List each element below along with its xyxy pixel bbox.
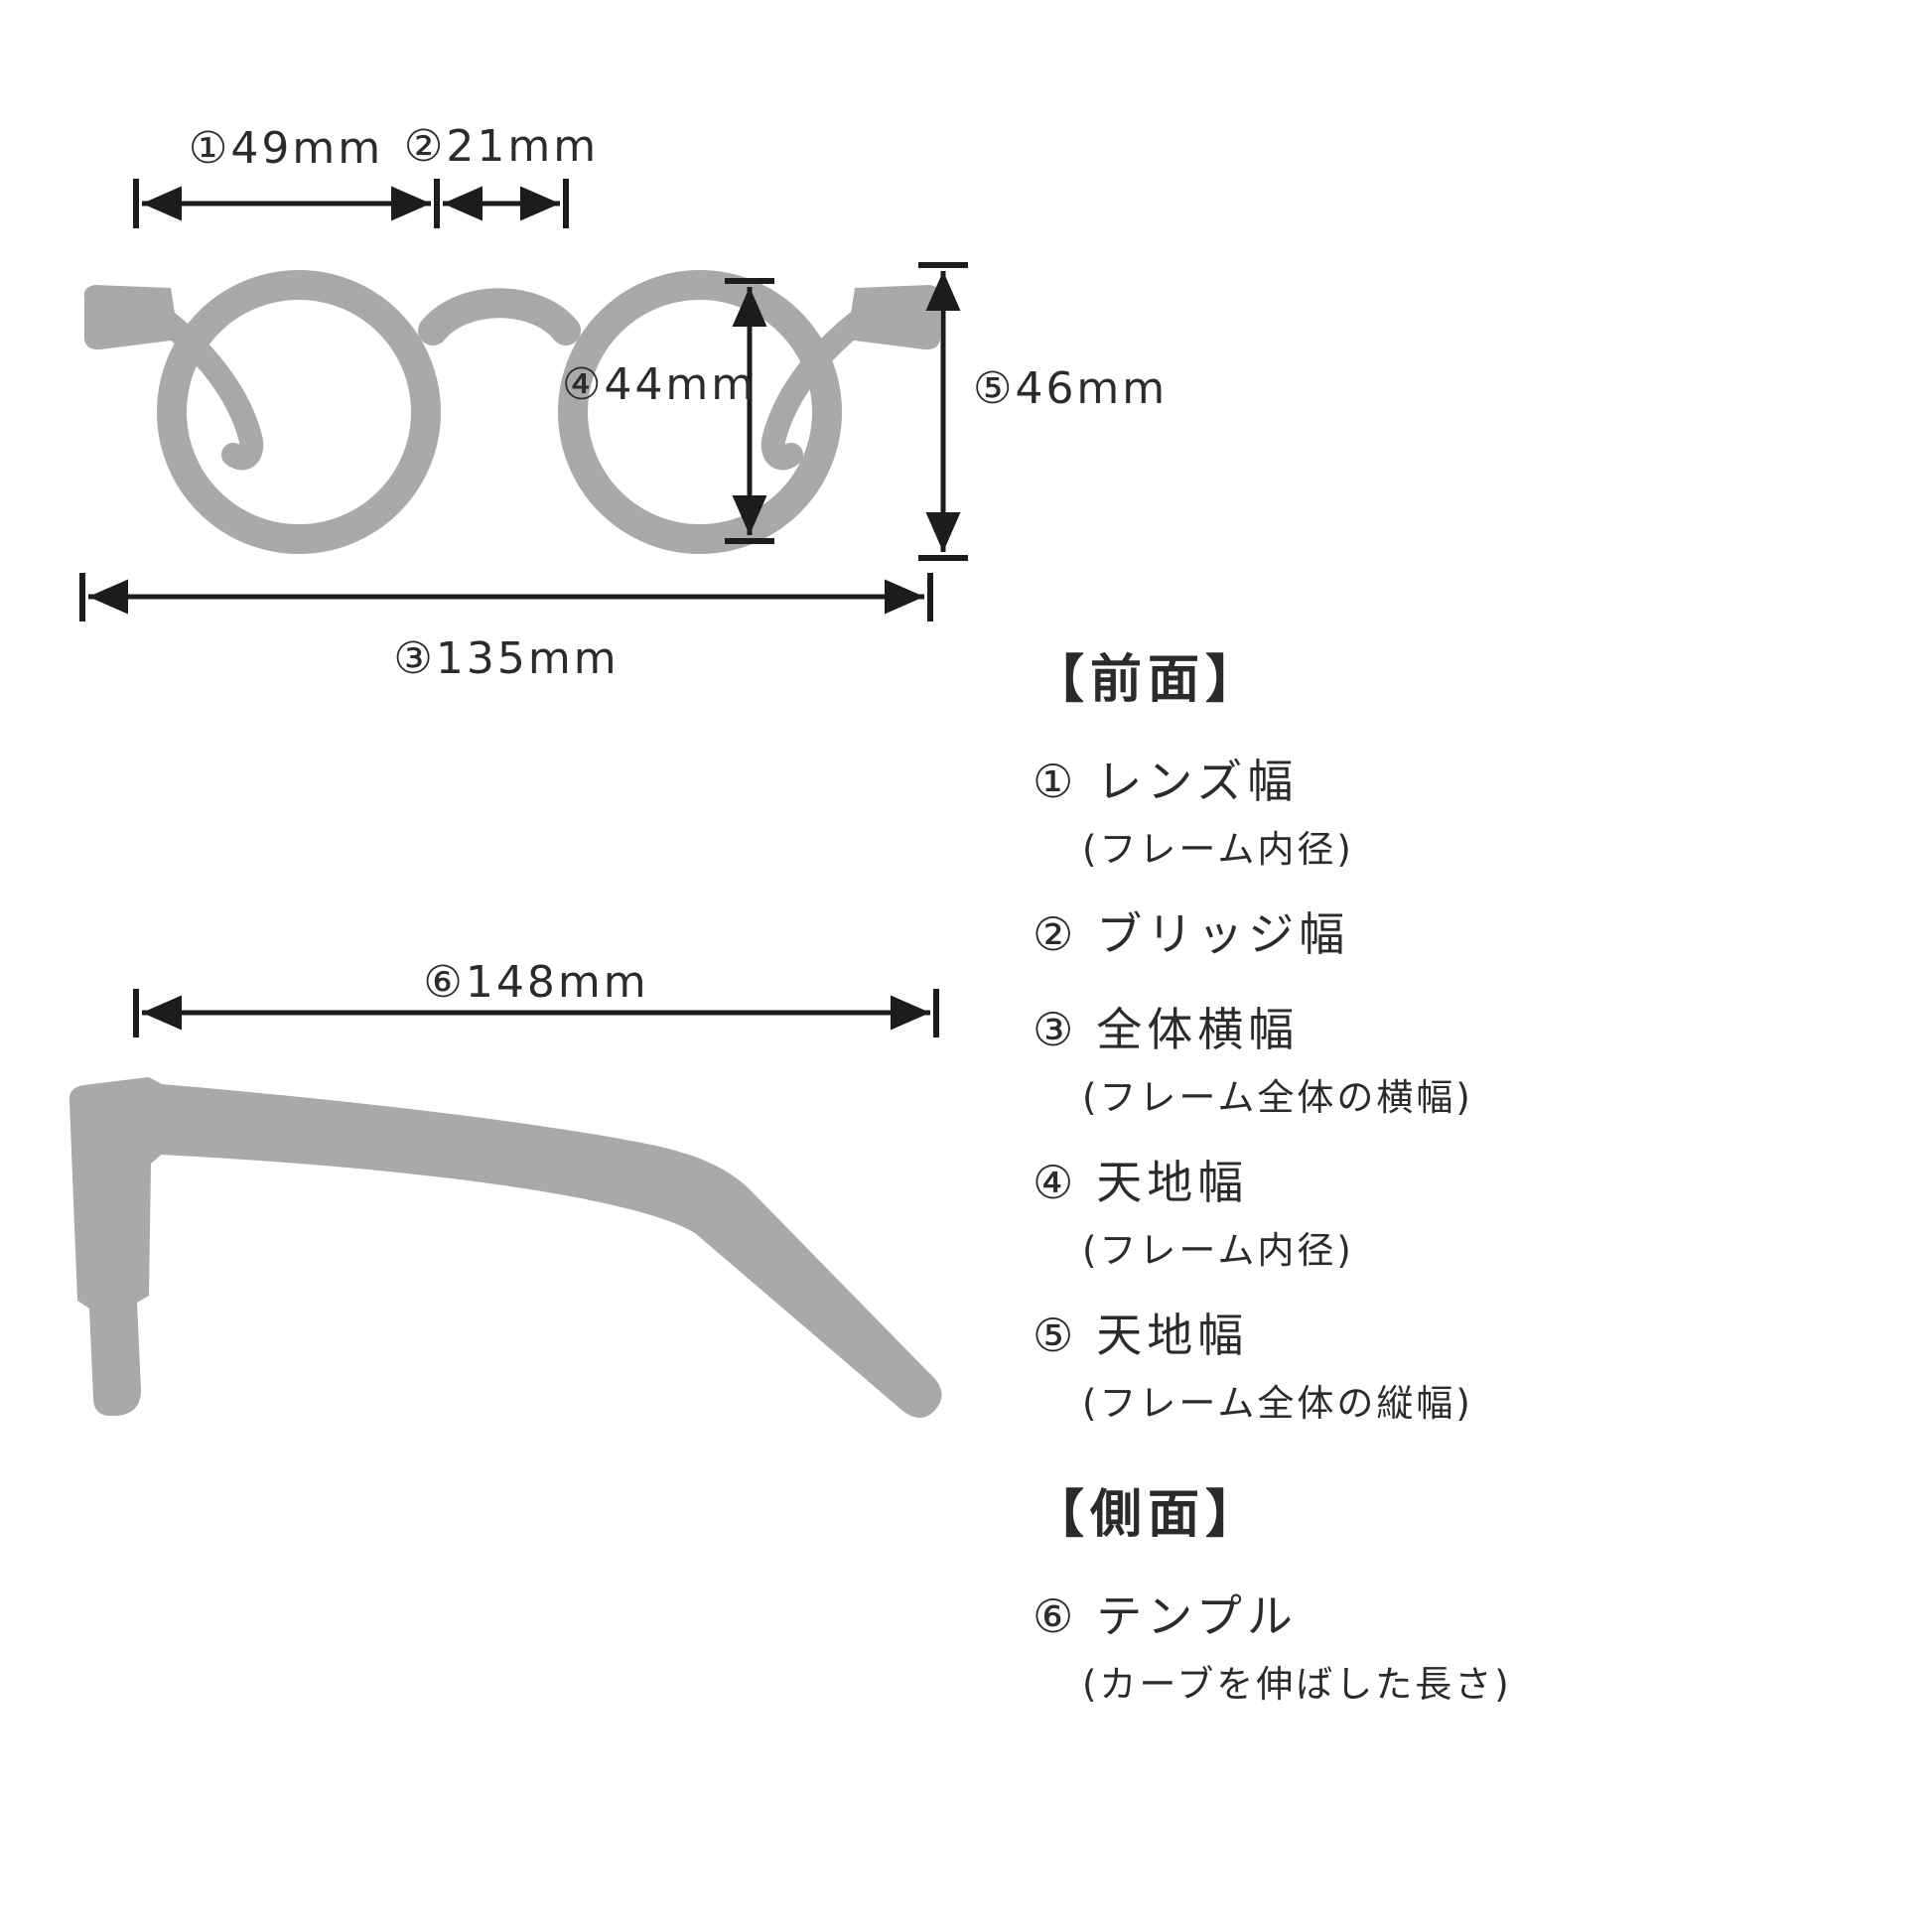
dimension-temple-length	[133, 989, 939, 1037]
dimension-lens-width	[133, 179, 440, 228]
side-rim	[69, 1077, 165, 1416]
dim-label-frame-height: ⑤46mm	[973, 363, 1169, 414]
legend-item-note: (カーブを伸ばした長さ)	[1082, 1663, 1512, 1706]
legend-item-label: ブリッジ幅	[1096, 907, 1350, 961]
side-temple-arm	[162, 1084, 942, 1418]
legend-item-total-width: ③ 全体横幅 (フレーム全体の横幅)	[1033, 994, 1668, 1121]
legend-item-frame-height: ⑤ 天地幅 (フレーム全体の縦幅)	[1033, 1300, 1668, 1427]
legend-front-heading: 【前面】	[1033, 650, 1264, 710]
left-lens-ring	[157, 270, 441, 554]
side-view-silhouette	[69, 1077, 942, 1418]
front-view-silhouette	[83, 270, 941, 554]
bridge-silhouette	[418, 288, 581, 345]
legend-item-label: 天地幅	[1096, 1156, 1249, 1209]
dim-label-temple-length: ⑥148mm	[423, 957, 649, 1008]
legend-item-label: 全体横幅	[1096, 1003, 1300, 1056]
legend-item-note: (フレーム内径)	[1082, 828, 1354, 871]
legend-item-label: テンプル	[1096, 1589, 1298, 1643]
legend-item-note: (フレーム全体の縦幅)	[1082, 1382, 1473, 1425]
dimension-total-width	[79, 573, 933, 621]
dim-label-total-width: ③135mm	[393, 633, 620, 684]
legend: 【前面】 ① レンズ幅 (フレーム内径) ② ブリッジ幅 ③ 全体横幅 (フレー…	[1033, 637, 1668, 1733]
right-lens-ring	[558, 270, 842, 554]
legend-item-note: (フレーム全体の横幅)	[1082, 1076, 1473, 1119]
right-endpiece	[847, 285, 941, 350]
legend-item-number: ⑥	[1033, 1589, 1079, 1643]
legend-item-number: ②	[1033, 907, 1079, 961]
legend-item-bridge-width: ② ブリッジ幅	[1033, 898, 1668, 964]
legend-item-number: ④	[1033, 1156, 1079, 1209]
dimension-bridge-width	[443, 179, 569, 228]
legend-side-heading: 【側面】	[1033, 1485, 1264, 1545]
left-endpiece	[83, 285, 179, 350]
dim-label-bridge-width: ②21mm	[403, 121, 600, 172]
legend-item-number: ③	[1033, 1003, 1079, 1056]
legend-item-number: ①	[1033, 755, 1079, 808]
legend-item-lens-width: ① レンズ幅 (フレーム内径)	[1033, 746, 1668, 873]
dim-label-lens-height: ④44mm	[562, 359, 758, 410]
legend-item-number: ⑤	[1033, 1309, 1079, 1362]
legend-item-temple-length: ⑥ テンプル (カーブを伸ばした長さ)	[1033, 1581, 1668, 1708]
right-folded-temple	[760, 306, 875, 471]
legend-item-lens-height: ④ 天地幅 (フレーム内径)	[1033, 1147, 1668, 1274]
legend-item-label: レンズ幅	[1096, 755, 1299, 808]
legend-item-label: 天地幅	[1096, 1309, 1249, 1362]
left-folded-temple	[150, 306, 264, 471]
dimension-frame-height	[918, 262, 968, 561]
legend-item-note: (フレーム内径)	[1082, 1229, 1354, 1272]
dim-label-lens-width: ①49mm	[188, 123, 384, 174]
dimension-lens-height	[725, 278, 774, 544]
